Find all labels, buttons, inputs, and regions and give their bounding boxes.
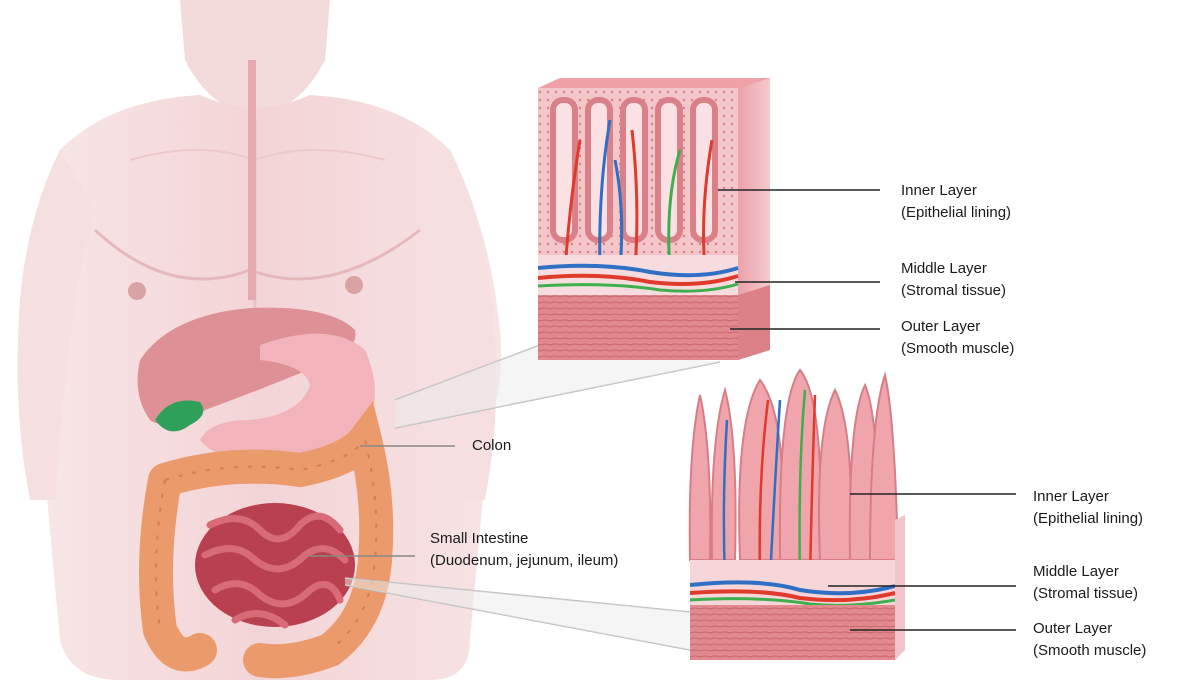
si-middle-layer-detail: (Stromal tissue) [1033, 583, 1138, 605]
colon-middle-layer-detail: (Stromal tissue) [901, 280, 1006, 302]
colon-inner-layer-name: Inner Layer [901, 180, 1011, 202]
si-inner-layer-detail: (Epithelial lining) [1033, 508, 1143, 530]
colon-label: Colon [472, 435, 511, 457]
colon-tissue-block [538, 78, 770, 360]
colon-inner-layer-label: Inner Layer (Epithelial lining) [901, 180, 1011, 224]
colon-outer-layer-detail: (Smooth muscle) [901, 338, 1014, 360]
colon-middle-layer-label: Middle Layer (Stromal tissue) [901, 258, 1006, 302]
small-intestine-middle-layer-label: Middle Layer (Stromal tissue) [1033, 561, 1138, 605]
si-outer-layer-detail: (Smooth muscle) [1033, 640, 1146, 662]
colon-inner-layer-detail: (Epithelial lining) [901, 202, 1011, 224]
si-inner-layer-name: Inner Layer [1033, 486, 1143, 508]
small-intestine-tissue-block [690, 370, 905, 660]
colon-outer-layer-name: Outer Layer [901, 316, 1014, 338]
small-intestine-label: Small Intestine (Duodenum, jejunum, ileu… [430, 528, 618, 572]
colon-outer-layer-label: Outer Layer (Smooth muscle) [901, 316, 1014, 360]
small-intestine-detail: (Duodenum, jejunum, ileum) [430, 550, 618, 572]
si-middle-layer-name: Middle Layer [1033, 561, 1138, 583]
colon-label-text: Colon [472, 435, 511, 457]
small-intestine [195, 503, 355, 627]
small-intestine-name: Small Intestine [430, 528, 618, 550]
small-intestine-inner-layer-label: Inner Layer (Epithelial lining) [1033, 486, 1143, 530]
colon-middle-layer-name: Middle Layer [901, 258, 1006, 280]
si-outer-layer-name: Outer Layer [1033, 618, 1146, 640]
small-intestine-outer-layer-label: Outer Layer (Smooth muscle) [1033, 618, 1146, 662]
